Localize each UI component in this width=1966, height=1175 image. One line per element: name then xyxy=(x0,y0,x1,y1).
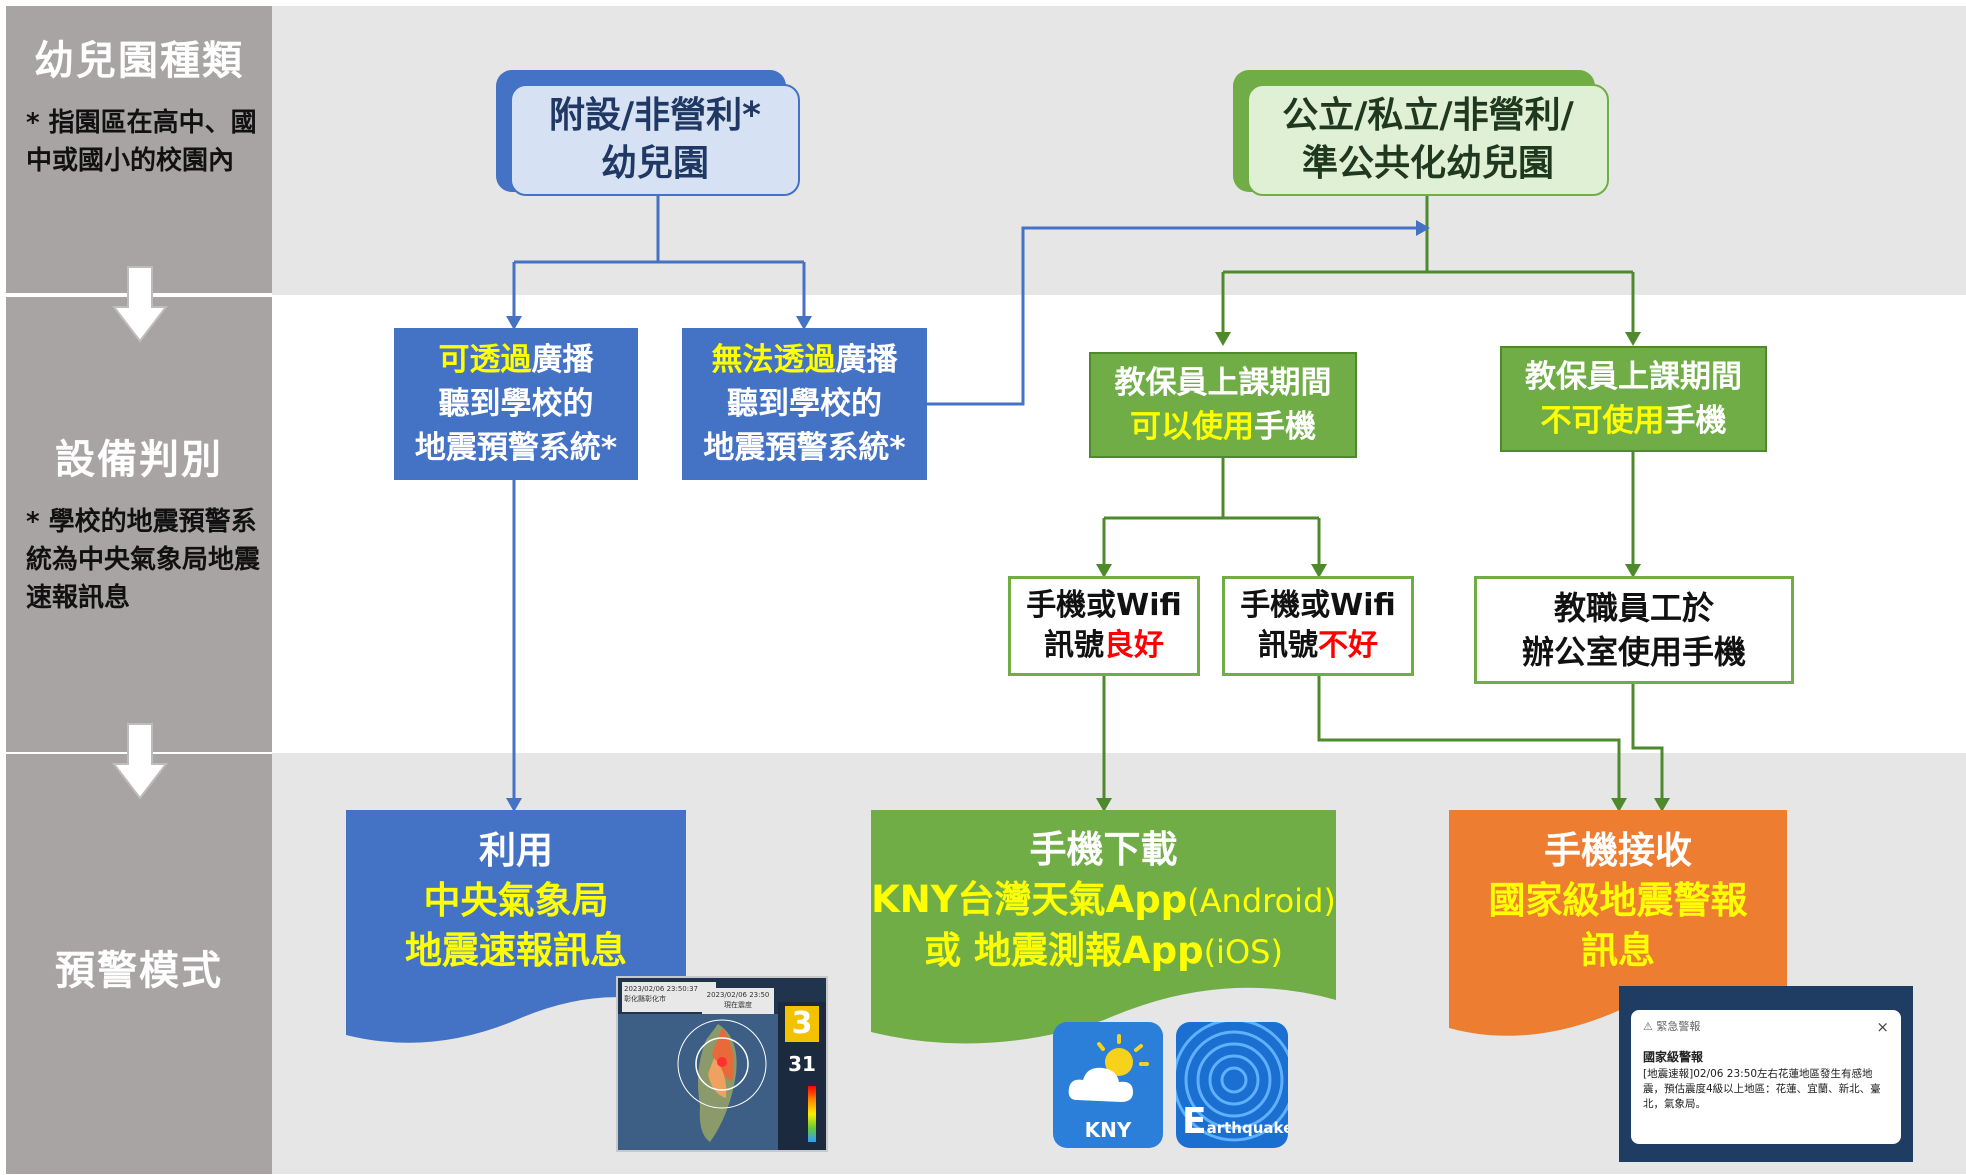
node-text: 手機或Wifi xyxy=(1240,588,1396,623)
sidebar-title-kindergarten-type: 幼兒園種類 xyxy=(34,38,244,84)
node-text: 教保員上課期間 xyxy=(1114,365,1332,401)
intensity-legend xyxy=(808,1086,816,1142)
highlight-text: 不可使用 xyxy=(1540,403,1665,439)
close-icon[interactable]: × xyxy=(1876,1018,1889,1036)
node-text: 教保員上課期間 xyxy=(1525,359,1742,395)
quake-label-big: E xyxy=(1182,1101,1207,1142)
highlight-text: 可以使用 xyxy=(1130,409,1254,445)
highlight-text: 中央氣象局 xyxy=(423,879,609,922)
quake-label: Earthquake xyxy=(1182,1101,1288,1142)
kny-app-icon: KNY xyxy=(1053,1022,1163,1148)
node-text: 訊號 xyxy=(1258,628,1318,663)
node-can-hear-broadcast: 可透過廣播 聽到學校的 地震預警系統* xyxy=(394,328,638,480)
node-mode-cwb: 利用 中央氣象局 地震速報訊息 xyxy=(346,826,686,976)
alert-title: 國家級警報 xyxy=(1643,1050,1704,1064)
alert-header-text: 緊急警報 xyxy=(1656,1020,1701,1033)
node-cannot-use-phone: 教保員上課期間 不可使用手機 xyxy=(1500,346,1767,452)
node-text: 手機 xyxy=(1664,403,1727,439)
weather-icon xyxy=(1068,1034,1149,1102)
node-signal-good: 手機或Wifi 訊號良好 xyxy=(1008,576,1200,676)
node-text: 辦公室使用手機 xyxy=(1521,633,1746,671)
highlight-text: 訊息 xyxy=(1581,929,1655,972)
map-header-time2: 2023/02/06 23:50 xyxy=(706,991,770,999)
highlight-text: 地震速報訊息 xyxy=(405,929,627,972)
highlight-text: KNY台灣天氣App xyxy=(871,878,1188,921)
node-attached-kindergarten: 附設/非營利* 幼兒園 xyxy=(496,70,806,196)
highlight-text: 或 地震測報App xyxy=(924,929,1204,972)
node-public-line1: 公立/私立/非營利/ xyxy=(1282,95,1574,136)
node-text: 聽到學校的 xyxy=(727,386,882,422)
intensity-value: 3 xyxy=(785,1006,819,1042)
seconds-value: 31 xyxy=(788,1052,816,1076)
alert-card: ⚠ 緊急警報 × 國家級警報 [地震速報]02/06 23:50左右花蓮地區發生… xyxy=(1631,1010,1901,1144)
node-text: 手機 xyxy=(1254,409,1316,445)
sidebar-kindergarten-type: 幼兒園種類 * 指園區在高中、國中或國小的校園內 xyxy=(6,6,272,293)
map-header-location: 彰化縣彰化市 xyxy=(624,995,666,1003)
node-text: 聽到學校的 xyxy=(438,386,594,422)
kny-label: KNY xyxy=(1084,1118,1132,1142)
node-text: 廣播 xyxy=(835,342,898,378)
node-text: 地震預警系統* xyxy=(414,430,618,466)
highlight-text: (Android) xyxy=(1187,882,1336,920)
node-signal-bad: 手機或Wifi 訊號不好 xyxy=(1222,576,1414,676)
sidebar-title-warning-mode: 預警模式 xyxy=(55,948,223,994)
highlight-text: 不好 xyxy=(1318,628,1378,663)
intensity-panel: 3 31 xyxy=(778,1002,826,1150)
sidebar-title-equipment: 設備判別 xyxy=(55,437,223,483)
node-cannot-hear-broadcast: 無法透過廣播 聽到學校的 地震預警系統* xyxy=(682,328,927,480)
node-text: 手機下載 xyxy=(1029,828,1178,871)
alert-header: ⚠ 緊急警報 × xyxy=(1643,1018,1889,1036)
map-header: 2023/02/06 23:50:37 彰化縣彰化市 xyxy=(622,982,716,1012)
down-arrow-icon xyxy=(111,266,169,343)
node-text: 教職員工於 xyxy=(1553,589,1714,627)
highlight-text: 無法透過 xyxy=(711,342,836,378)
cwb-map-screenshot: 2023/02/06 23:50:37 彰化縣彰化市 2023/02/06 23… xyxy=(616,976,828,1152)
node-can-use-phone: 教保員上課期間 可以使用手機 xyxy=(1089,352,1357,458)
node-text: 利用 xyxy=(479,829,553,872)
highlight-text: 國家級地震警報 xyxy=(1488,879,1748,922)
node-attached-line1: 附設/非營利* xyxy=(549,95,761,136)
sidebar-equipment: 設備判別 * 學校的地震預警系統為中央氣象局地震速報訊息 xyxy=(6,297,272,752)
node-mode-app: 手機下載 KNY台灣天氣App(Android) 或 地震測報App(iOS) xyxy=(871,826,1336,976)
alert-body: [地震速報]02/06 23:50左右花蓮地區發生有感地震，預估震度4級以上地區… xyxy=(1643,1068,1881,1110)
node-text: 手機或Wifi xyxy=(1026,588,1182,623)
map-header-status: 現在震度 xyxy=(724,1001,752,1009)
node-attached-line2: 幼兒園 xyxy=(600,143,709,184)
sidebar-warning-mode: 預警模式 xyxy=(6,754,272,1174)
sidebar-note-kindergarten-type: * 指園區在高中、國中或國小的校園內 xyxy=(26,108,257,176)
node-text: 廣播 xyxy=(531,342,594,378)
map-header-time: 2023/02/06 23:50:37 xyxy=(624,985,699,993)
node-public-kindergarten: 公立/私立/非營利/ 準公共化幼兒園 xyxy=(1233,70,1613,196)
national-alert-screenshot: ⚠ 緊急警報 × 國家級警報 [地震速報]02/06 23:50左右花蓮地區發生… xyxy=(1619,986,1913,1162)
highlight-text: 良好 xyxy=(1104,628,1164,663)
taiwan-map xyxy=(618,1014,778,1150)
warning-icon: ⚠ xyxy=(1643,1020,1657,1033)
down-arrow-icon xyxy=(111,723,169,800)
node-text: 訊號 xyxy=(1044,628,1104,663)
quake-label-rest: arthquake xyxy=(1206,1119,1288,1137)
node-text: 手機接收 xyxy=(1544,829,1692,872)
node-office-phone: 教職員工於 辦公室使用手機 xyxy=(1474,576,1794,684)
node-public-line2: 準公共化幼兒園 xyxy=(1301,143,1554,184)
node-mode-national: 手機接收 國家級地震警報 訊息 xyxy=(1449,826,1787,976)
earthquake-app-icon: Earthquake xyxy=(1176,1022,1288,1148)
node-text: 地震預警系統* xyxy=(703,430,906,466)
highlight-text: 可透過 xyxy=(438,342,532,378)
quake-rings-icon xyxy=(1176,1022,1288,1142)
map-header-right: 2023/02/06 23:50 現在震度 xyxy=(702,988,774,1014)
sidebar-note-equipment: * 學校的地震預警系統為中央氣象局地震速報訊息 xyxy=(26,507,261,613)
highlight-text: (iOS) xyxy=(1203,933,1283,971)
